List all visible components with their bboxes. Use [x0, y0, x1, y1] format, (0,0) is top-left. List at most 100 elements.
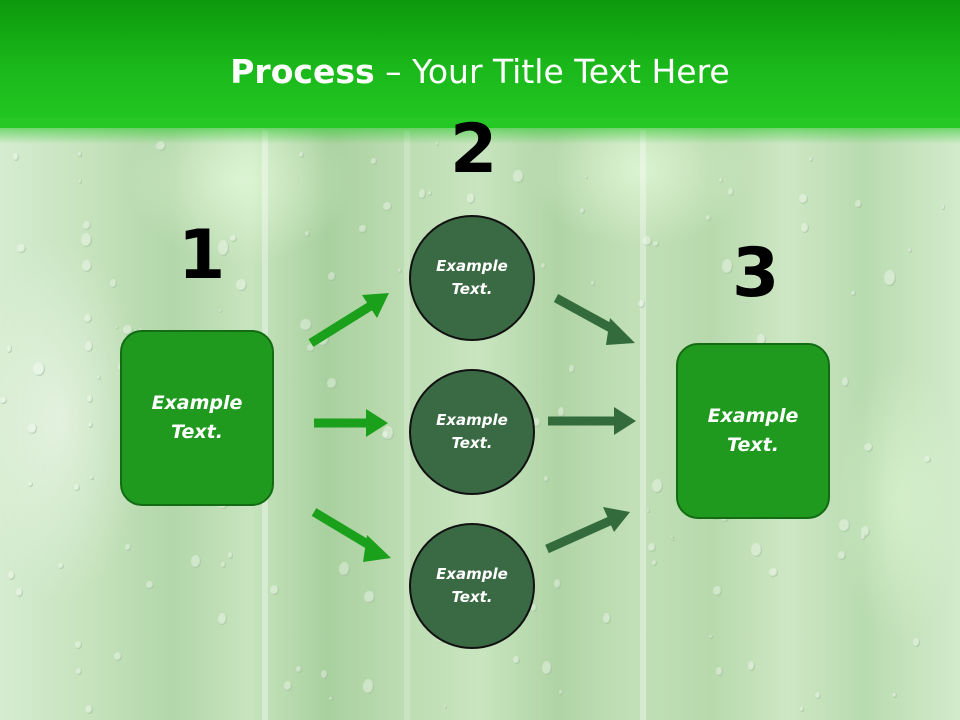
water-drop	[907, 247, 912, 253]
water-drop	[540, 262, 547, 270]
water-drop	[427, 191, 433, 196]
water-drop	[553, 579, 562, 590]
water-drop	[327, 272, 336, 281]
water-drop	[0, 396, 7, 405]
water-drop	[512, 656, 520, 665]
slide-title[interactable]: Process – Your Title Text Here	[0, 52, 960, 91]
step-1-label: Example Text.	[151, 392, 243, 443]
water-drop	[709, 635, 714, 640]
water-drop	[860, 533, 867, 541]
water-drop	[912, 638, 920, 648]
water-drop	[295, 665, 303, 673]
water-drop	[941, 205, 946, 210]
water-drop	[443, 704, 448, 709]
title-bar	[0, 0, 960, 128]
water-drop	[329, 697, 333, 702]
step-1-box[interactable]: Example Text.	[120, 330, 274, 506]
water-drop	[466, 193, 476, 204]
water-drop	[156, 140, 167, 152]
water-drop	[727, 187, 735, 197]
water-drop	[28, 482, 33, 488]
step-2-circle-middle[interactable]: Example Text.	[409, 369, 535, 495]
step-3-label: Example Text.	[707, 405, 799, 456]
water-drop	[638, 300, 646, 309]
water-drop	[652, 479, 663, 493]
water-drop	[851, 290, 856, 297]
water-drop	[799, 707, 805, 712]
water-drop	[815, 691, 821, 700]
water-drop	[218, 613, 228, 626]
water-drop	[75, 667, 82, 675]
water-drop	[651, 560, 657, 566]
water-drop	[299, 319, 312, 331]
arrow-up-right-right	[545, 507, 630, 554]
water-drop	[87, 422, 94, 429]
water-drop	[78, 178, 83, 184]
water-drop	[359, 224, 367, 234]
water-drop	[115, 325, 120, 330]
background-streak	[404, 130, 410, 720]
water-drop	[57, 562, 64, 569]
water-drop	[304, 230, 311, 238]
circle-bottom-label: Example Text.	[436, 565, 508, 606]
water-drop	[646, 508, 651, 513]
water-drop	[750, 543, 762, 558]
water-drop	[339, 561, 351, 576]
water-drop	[86, 395, 94, 403]
water-drop	[591, 281, 595, 286]
water-drop	[838, 519, 851, 533]
water-drop	[109, 279, 118, 289]
water-drop	[544, 476, 549, 483]
water-drop	[569, 365, 575, 374]
water-drop	[419, 189, 427, 199]
water-drop	[13, 153, 20, 162]
water-drop	[747, 661, 756, 671]
water-drop	[82, 220, 92, 231]
water-drop	[558, 407, 566, 417]
water-drop	[398, 268, 403, 273]
water-drop	[383, 202, 392, 212]
water-drop	[713, 585, 722, 597]
water-drop	[8, 571, 16, 580]
water-drop	[139, 327, 144, 332]
water-drop	[719, 178, 724, 183]
water-drop	[74, 640, 82, 650]
step-number-2: 2	[450, 110, 498, 189]
water-drop	[892, 692, 897, 698]
water-drop	[80, 232, 92, 247]
water-drop	[114, 652, 122, 662]
step-2-circle-bottom[interactable]: Example Text.	[409, 523, 535, 649]
step-number-3: 3	[732, 234, 780, 313]
water-drop	[6, 345, 13, 353]
water-drop	[235, 278, 247, 292]
water-drop	[84, 704, 94, 715]
water-drop	[798, 193, 808, 204]
water-drop	[90, 476, 94, 480]
arrow-up-right-left	[308, 293, 389, 347]
background-streak	[640, 130, 646, 720]
arrow-down-right-right	[553, 294, 635, 345]
arrow-right-left	[314, 409, 388, 437]
step-number-1: 1	[178, 216, 226, 295]
water-drop	[742, 285, 750, 294]
water-drop	[217, 239, 230, 256]
water-drop	[855, 199, 863, 209]
step-2-circle-top[interactable]: Example Text.	[409, 215, 535, 341]
water-drop	[228, 551, 234, 559]
water-drop	[671, 537, 675, 542]
water-drop	[532, 417, 542, 428]
water-drop	[705, 215, 712, 221]
step-3-box[interactable]: Example Text.	[676, 343, 830, 519]
circle-middle-label: Example Text.	[436, 411, 508, 452]
water-drop	[513, 169, 524, 183]
water-drop	[584, 175, 588, 180]
water-drop	[580, 207, 586, 215]
arrow-right-right	[548, 407, 636, 435]
water-drop	[722, 259, 733, 274]
water-drop	[652, 240, 659, 248]
water-drop	[808, 156, 813, 162]
water-drop	[83, 313, 93, 323]
water-drop	[307, 343, 316, 352]
water-drop	[924, 456, 932, 464]
